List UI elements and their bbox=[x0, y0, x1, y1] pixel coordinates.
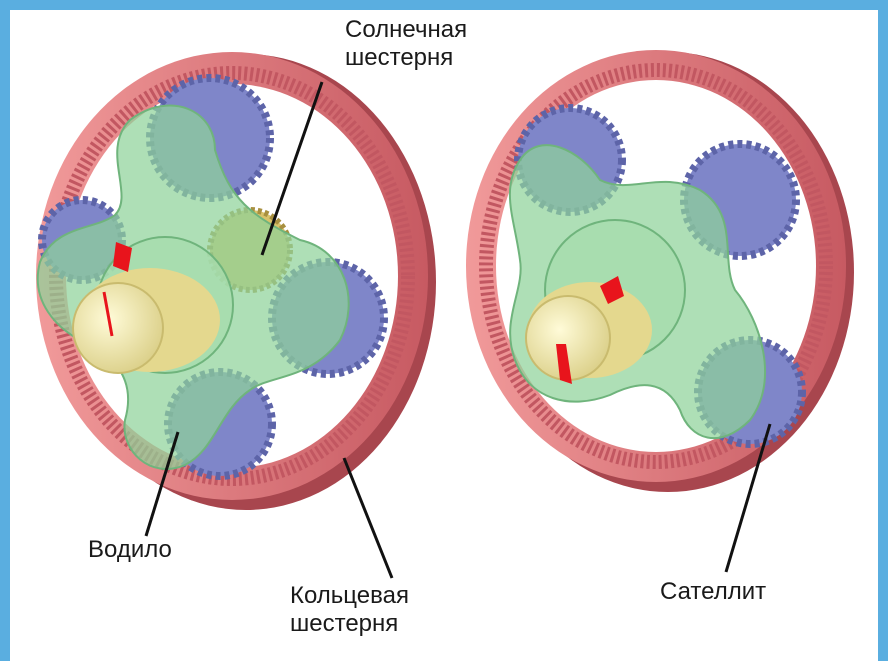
sun-gear-label: Солнечная шестерня bbox=[345, 16, 467, 72]
ring-gear-label-line2: шестерня bbox=[290, 610, 409, 638]
carrier-label: Водило bbox=[88, 536, 172, 564]
ring-gear-label-line1: Кольцевая bbox=[290, 582, 409, 610]
left-gear-assembly bbox=[36, 52, 436, 510]
ring-gear-callout-line bbox=[344, 458, 392, 578]
right-gear-assembly bbox=[466, 50, 854, 492]
sun-gear-label-line1: Солнечная bbox=[345, 16, 467, 44]
planet-gear-label: Сателлит bbox=[660, 578, 766, 606]
left-shaft-face bbox=[73, 283, 163, 373]
ring-gear-label: Кольцевая шестерня bbox=[290, 582, 409, 638]
sun-gear-label-line2: шестерня bbox=[345, 44, 467, 72]
